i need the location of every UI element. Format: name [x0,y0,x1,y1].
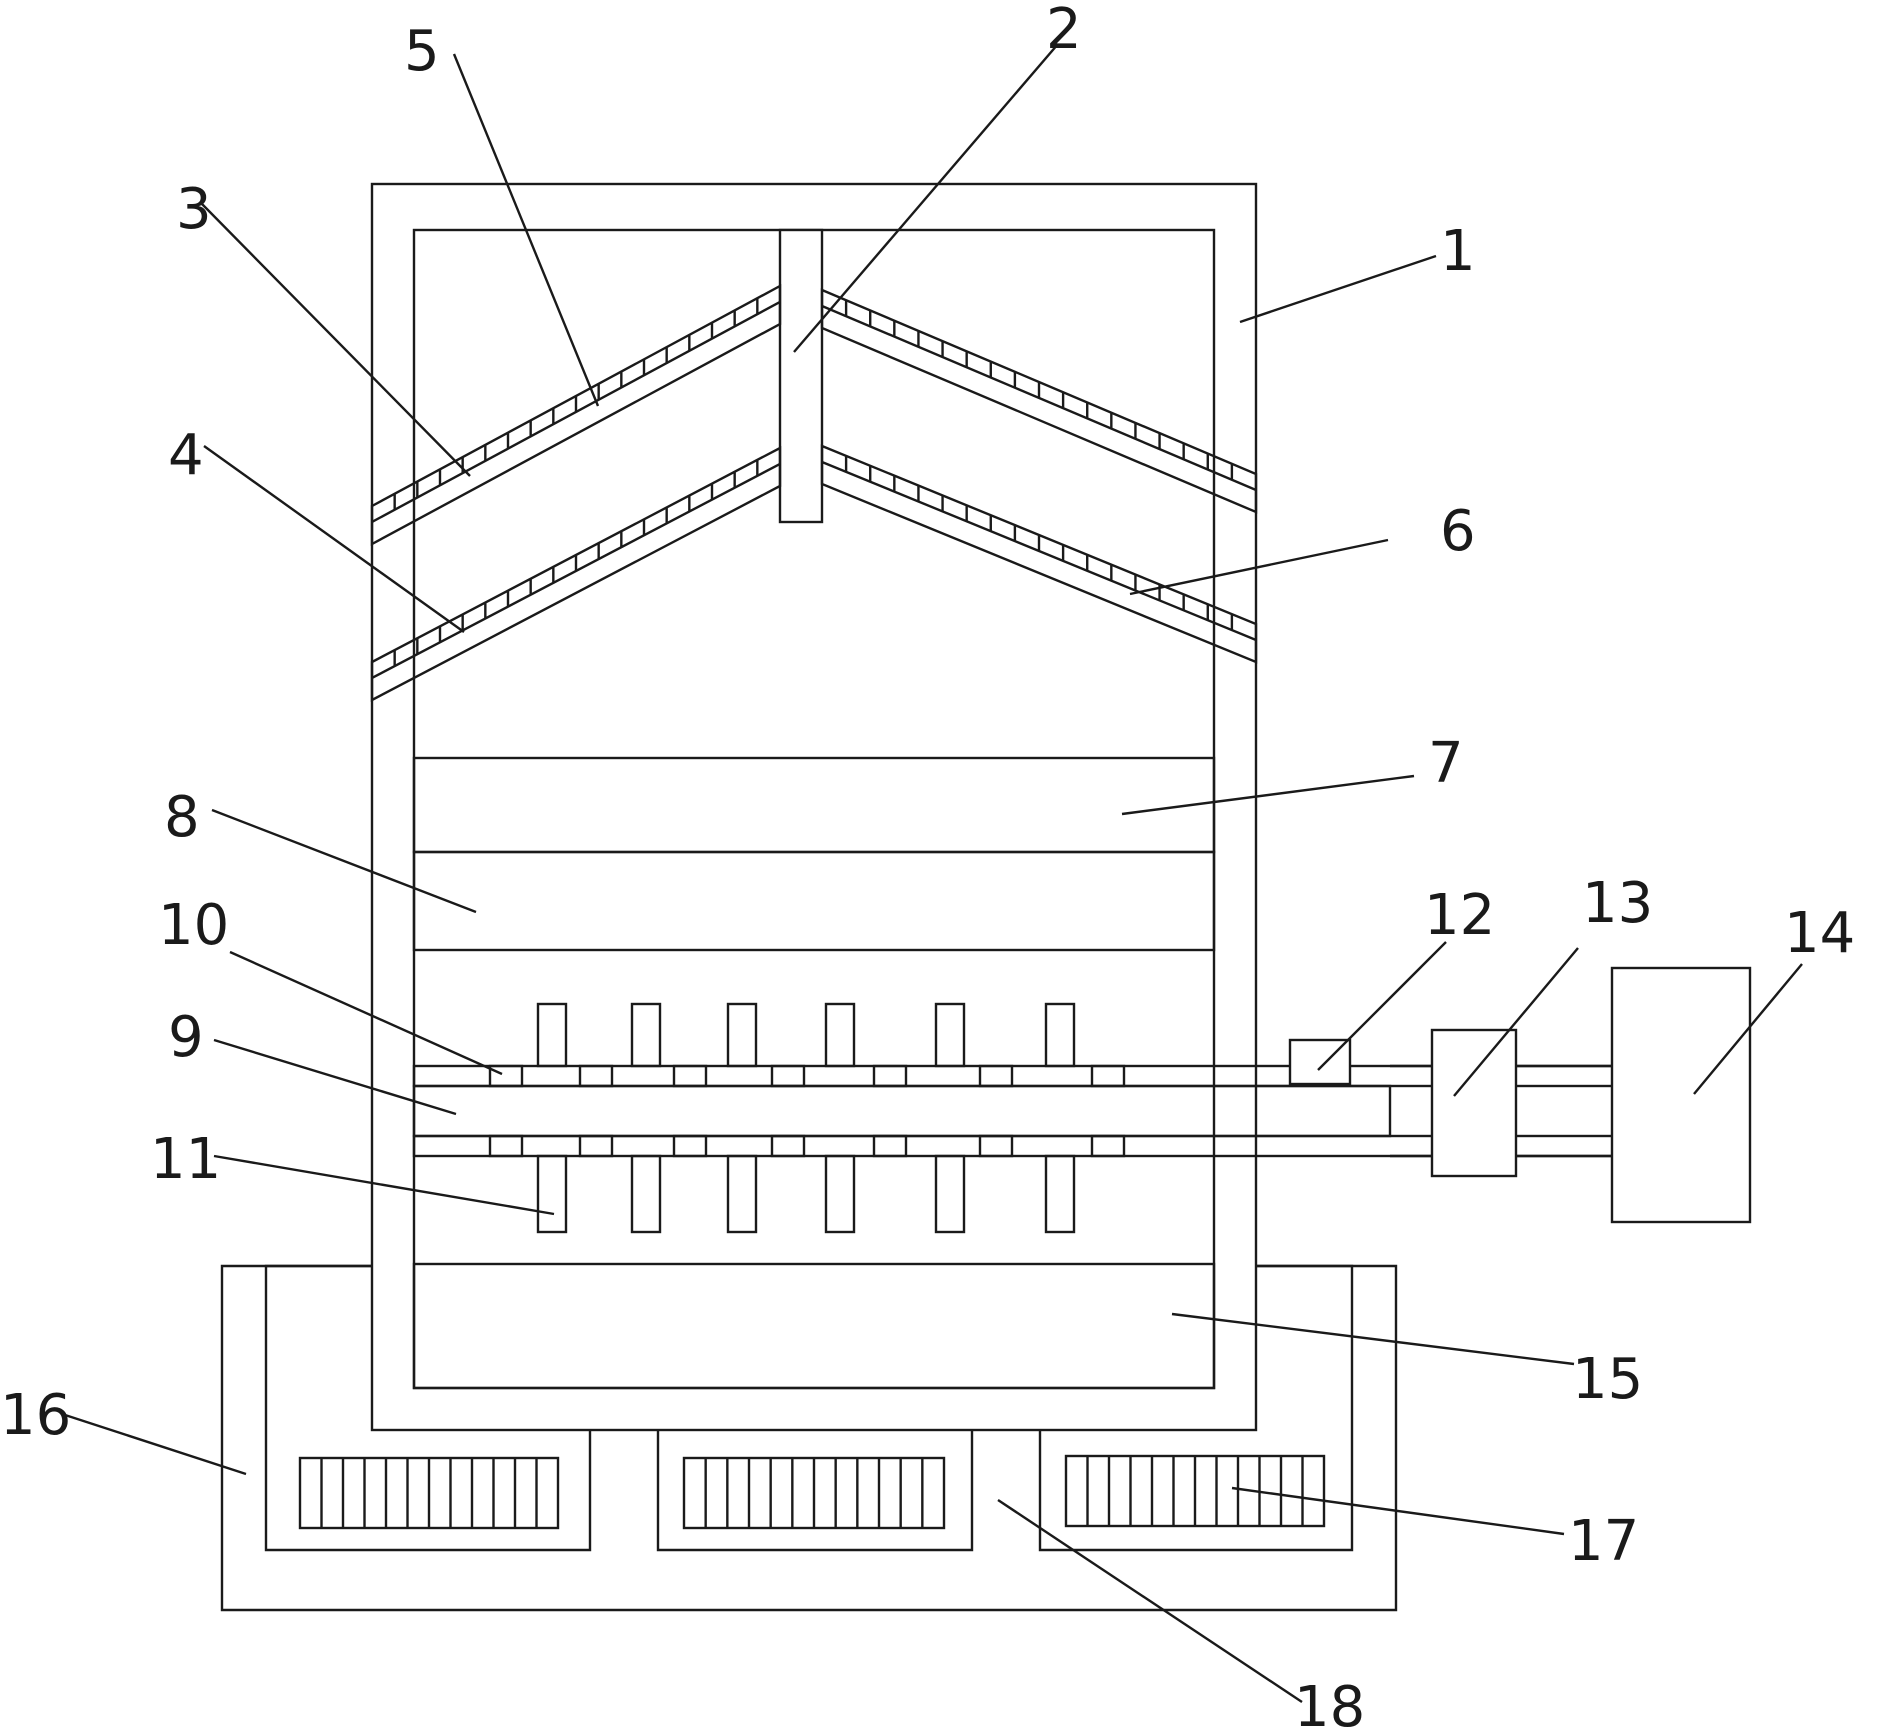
leader-13 [1453,947,1579,1097]
label-10: 10 [158,893,229,958]
leader-11 [213,1154,555,1216]
paddle-upper [630,1002,662,1068]
base-right-cell [1038,1264,1354,1552]
label-4: 4 [168,423,204,488]
motor-14 [1610,966,1752,1224]
leader-5 [452,53,600,407]
leader-14 [1693,963,1803,1095]
leader-1 [1239,254,1437,324]
base-middle-cell [656,1430,974,1552]
paddle-upper [726,1002,758,1068]
label-12: 12 [1424,883,1495,948]
lower-screen [370,444,1258,702]
hub-upper [978,1064,1014,1088]
hub-lower [1090,1134,1126,1158]
label-13: 13 [1582,871,1653,936]
paddle-lower [536,1154,568,1234]
heater-middle [682,1456,946,1530]
hub-lower [488,1134,524,1158]
leader-7 [1121,774,1415,816]
label-11: 11 [150,1127,221,1192]
base-outer [220,1264,1398,1612]
coupling-13 [1430,1028,1518,1178]
filter-layer-15 [412,1262,1216,1390]
heater-right [1064,1454,1326,1528]
paddle-lower [934,1154,966,1234]
filter-layer-8 [412,850,1216,952]
leader-2 [793,43,1059,353]
heater-left [298,1456,560,1530]
label-18: 18 [1294,1675,1365,1736]
paddle-upper [824,1002,856,1068]
hub-lower [672,1134,708,1158]
paddle-lower [824,1154,856,1234]
hub-lower [872,1134,908,1158]
hub-upper [770,1064,806,1088]
leader-17 [1231,1486,1565,1536]
label-1: 1 [1440,219,1476,284]
leader-18 [997,1499,1303,1703]
leader-6 [1129,538,1389,596]
leader-16 [61,1412,247,1476]
paddle-lower [726,1154,758,1234]
label-3: 3 [176,177,212,242]
label-9: 9 [168,1005,204,1070]
leader-8 [211,808,477,914]
label-14: 14 [1784,901,1855,966]
label-16: 16 [0,1383,71,1448]
hub-upper [578,1064,614,1088]
leader-10 [229,950,503,1076]
paddle-lower [1044,1154,1076,1234]
label-2: 2 [1046,0,1082,62]
hub-upper [672,1064,708,1088]
hub-lower [770,1134,806,1158]
hub-upper [488,1064,524,1088]
leader-lines [61,43,1803,1703]
hub-upper [872,1064,908,1088]
base-left-cell [264,1264,592,1552]
paddle-lower [630,1154,662,1234]
base [220,1264,1398,1612]
leader-4 [203,445,465,633]
hub-lower [578,1134,614,1158]
paddle-upper [1044,1002,1076,1068]
label-8: 8 [164,785,200,850]
leader-9 [213,1038,457,1116]
hub-upper [1090,1064,1126,1088]
label-7: 7 [1428,731,1464,796]
label-6: 6 [1440,499,1476,564]
leader-15 [1171,1312,1575,1366]
central-rod [778,228,824,524]
leader-12 [1317,941,1447,1071]
label-17: 17 [1568,1509,1639,1574]
hub-lower [978,1134,1014,1158]
upper-screen [370,283,1258,547]
label-15: 15 [1572,1347,1643,1412]
paddle-upper [536,1002,568,1068]
label-5: 5 [404,19,440,84]
paddle-upper [934,1002,966,1068]
leader-3 [201,203,471,477]
